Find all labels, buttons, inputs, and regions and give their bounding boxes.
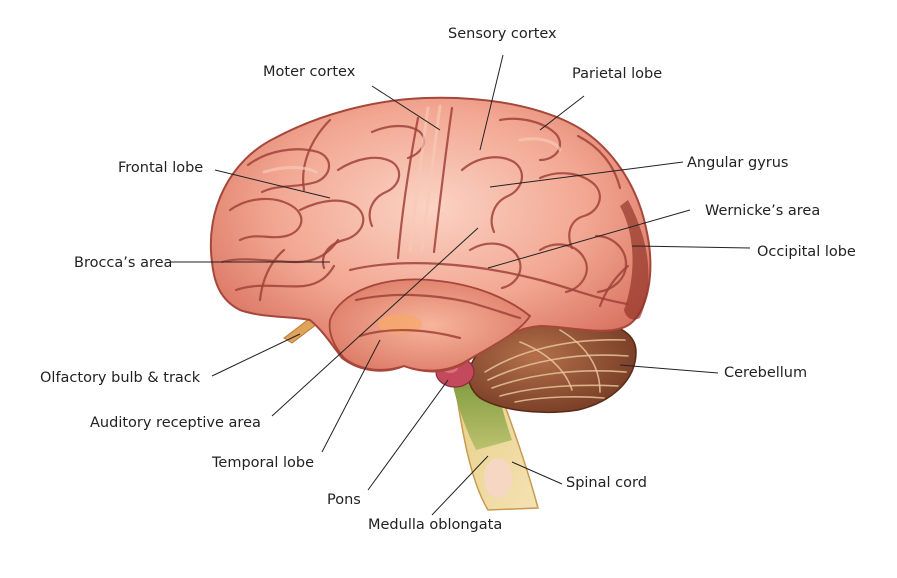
label-frontal-lobe: Frontal lobe: [118, 160, 203, 176]
leader-medulla: [431, 455, 489, 516]
label-occipital-lobe: Occipital lobe: [757, 244, 856, 260]
leader-occipital-lobe: [631, 245, 751, 249]
leader-cerebellum: [619, 364, 719, 374]
labels: Sensory cortex Moter cortex Parietal lob…: [40, 26, 856, 533]
label-parietal-lobe: Parietal lobe: [572, 66, 662, 82]
temporal-highlight: [378, 314, 422, 334]
label-pons: Pons: [327, 492, 361, 508]
leader-pons: [367, 379, 449, 491]
leader-angular-gyrus: [489, 161, 684, 188]
label-wernickes-area: Wernicke’s area: [705, 203, 820, 219]
label-cerebellum: Cerebellum: [724, 365, 807, 381]
cerebrum-shape: [209, 96, 652, 373]
label-olfactory: Olfactory bulb & track: [40, 370, 201, 386]
occipital-shadow: [620, 200, 649, 320]
label-sensory-cortex: Sensory cortex: [448, 26, 557, 42]
leader-olfactory: [211, 333, 301, 377]
leader-auditory: [271, 227, 479, 417]
spinal-cord-highlight: [484, 458, 512, 498]
label-temporal-lobe: Temporal lobe: [211, 455, 314, 471]
label-auditory: Auditory receptive area: [90, 415, 261, 431]
leader-frontal-lobe: [214, 169, 331, 199]
leader-sensory-cortex: [479, 54, 504, 151]
label-angular-gyrus: Angular gyrus: [687, 155, 788, 171]
label-brocas-area: Brocca’s area: [74, 255, 172, 271]
label-spinal-cord: Spinal cord: [566, 475, 647, 491]
gyri-highlights: [262, 104, 562, 252]
cerebellum-folia: [484, 329, 629, 403]
label-medulla: Medulla oblongata: [368, 517, 502, 533]
temporal-lobe-shape: [328, 278, 532, 372]
leader-moter-cortex: [371, 85, 441, 131]
leader-parietal-lobe: [539, 95, 585, 131]
leader-temporal-lobe: [321, 339, 381, 453]
label-moter-cortex: Moter cortex: [263, 64, 356, 80]
leader-lines: [170, 54, 751, 516]
leader-wernickes-area: [487, 209, 691, 269]
leader-spinal-cord: [511, 461, 563, 485]
